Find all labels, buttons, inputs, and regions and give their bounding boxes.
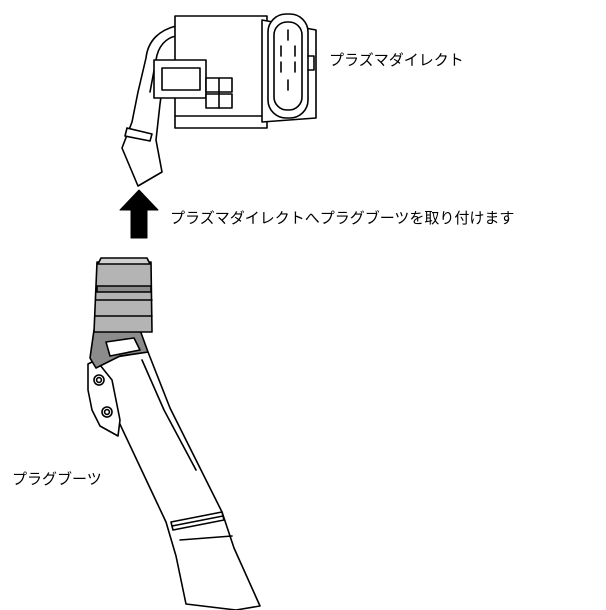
plug-boot-bracket-hole xyxy=(103,408,111,416)
plug-boot-tube-end xyxy=(179,535,233,541)
arrow-up-icon xyxy=(119,189,159,239)
plasma-direct-bracket-inner xyxy=(161,67,201,91)
plug-boot xyxy=(87,257,261,610)
plug-boot-bracket-hole xyxy=(93,374,105,386)
plug-boot-bracket-hole xyxy=(95,376,103,384)
plasma-direct-tab xyxy=(307,55,315,71)
plasma-direct-label: プラズマダイレクト xyxy=(329,51,464,69)
plasma-direct-connector-inner xyxy=(273,21,303,111)
plug-boot-bend-highlight xyxy=(105,337,141,357)
plasma-direct-clip xyxy=(124,127,153,142)
instruction-label: プラズマダイレクトへプラグブーツを取り付けます xyxy=(170,209,515,227)
plug-boot-tube-line xyxy=(141,359,197,471)
plug-boot-label: プラグブーツ xyxy=(12,470,102,488)
plasma-direct-pipe xyxy=(121,25,177,187)
plug-boot-tube xyxy=(95,351,261,610)
plug-boot-body xyxy=(93,261,153,333)
plug-boot-bracket-hole xyxy=(101,406,113,418)
plug-boot-cap xyxy=(97,257,151,265)
plug-boot-ring-inner xyxy=(171,515,224,527)
plasma-direct-unit xyxy=(121,13,317,187)
plasma-direct-connector xyxy=(267,13,309,119)
plug-boot-body-shade xyxy=(96,285,152,293)
